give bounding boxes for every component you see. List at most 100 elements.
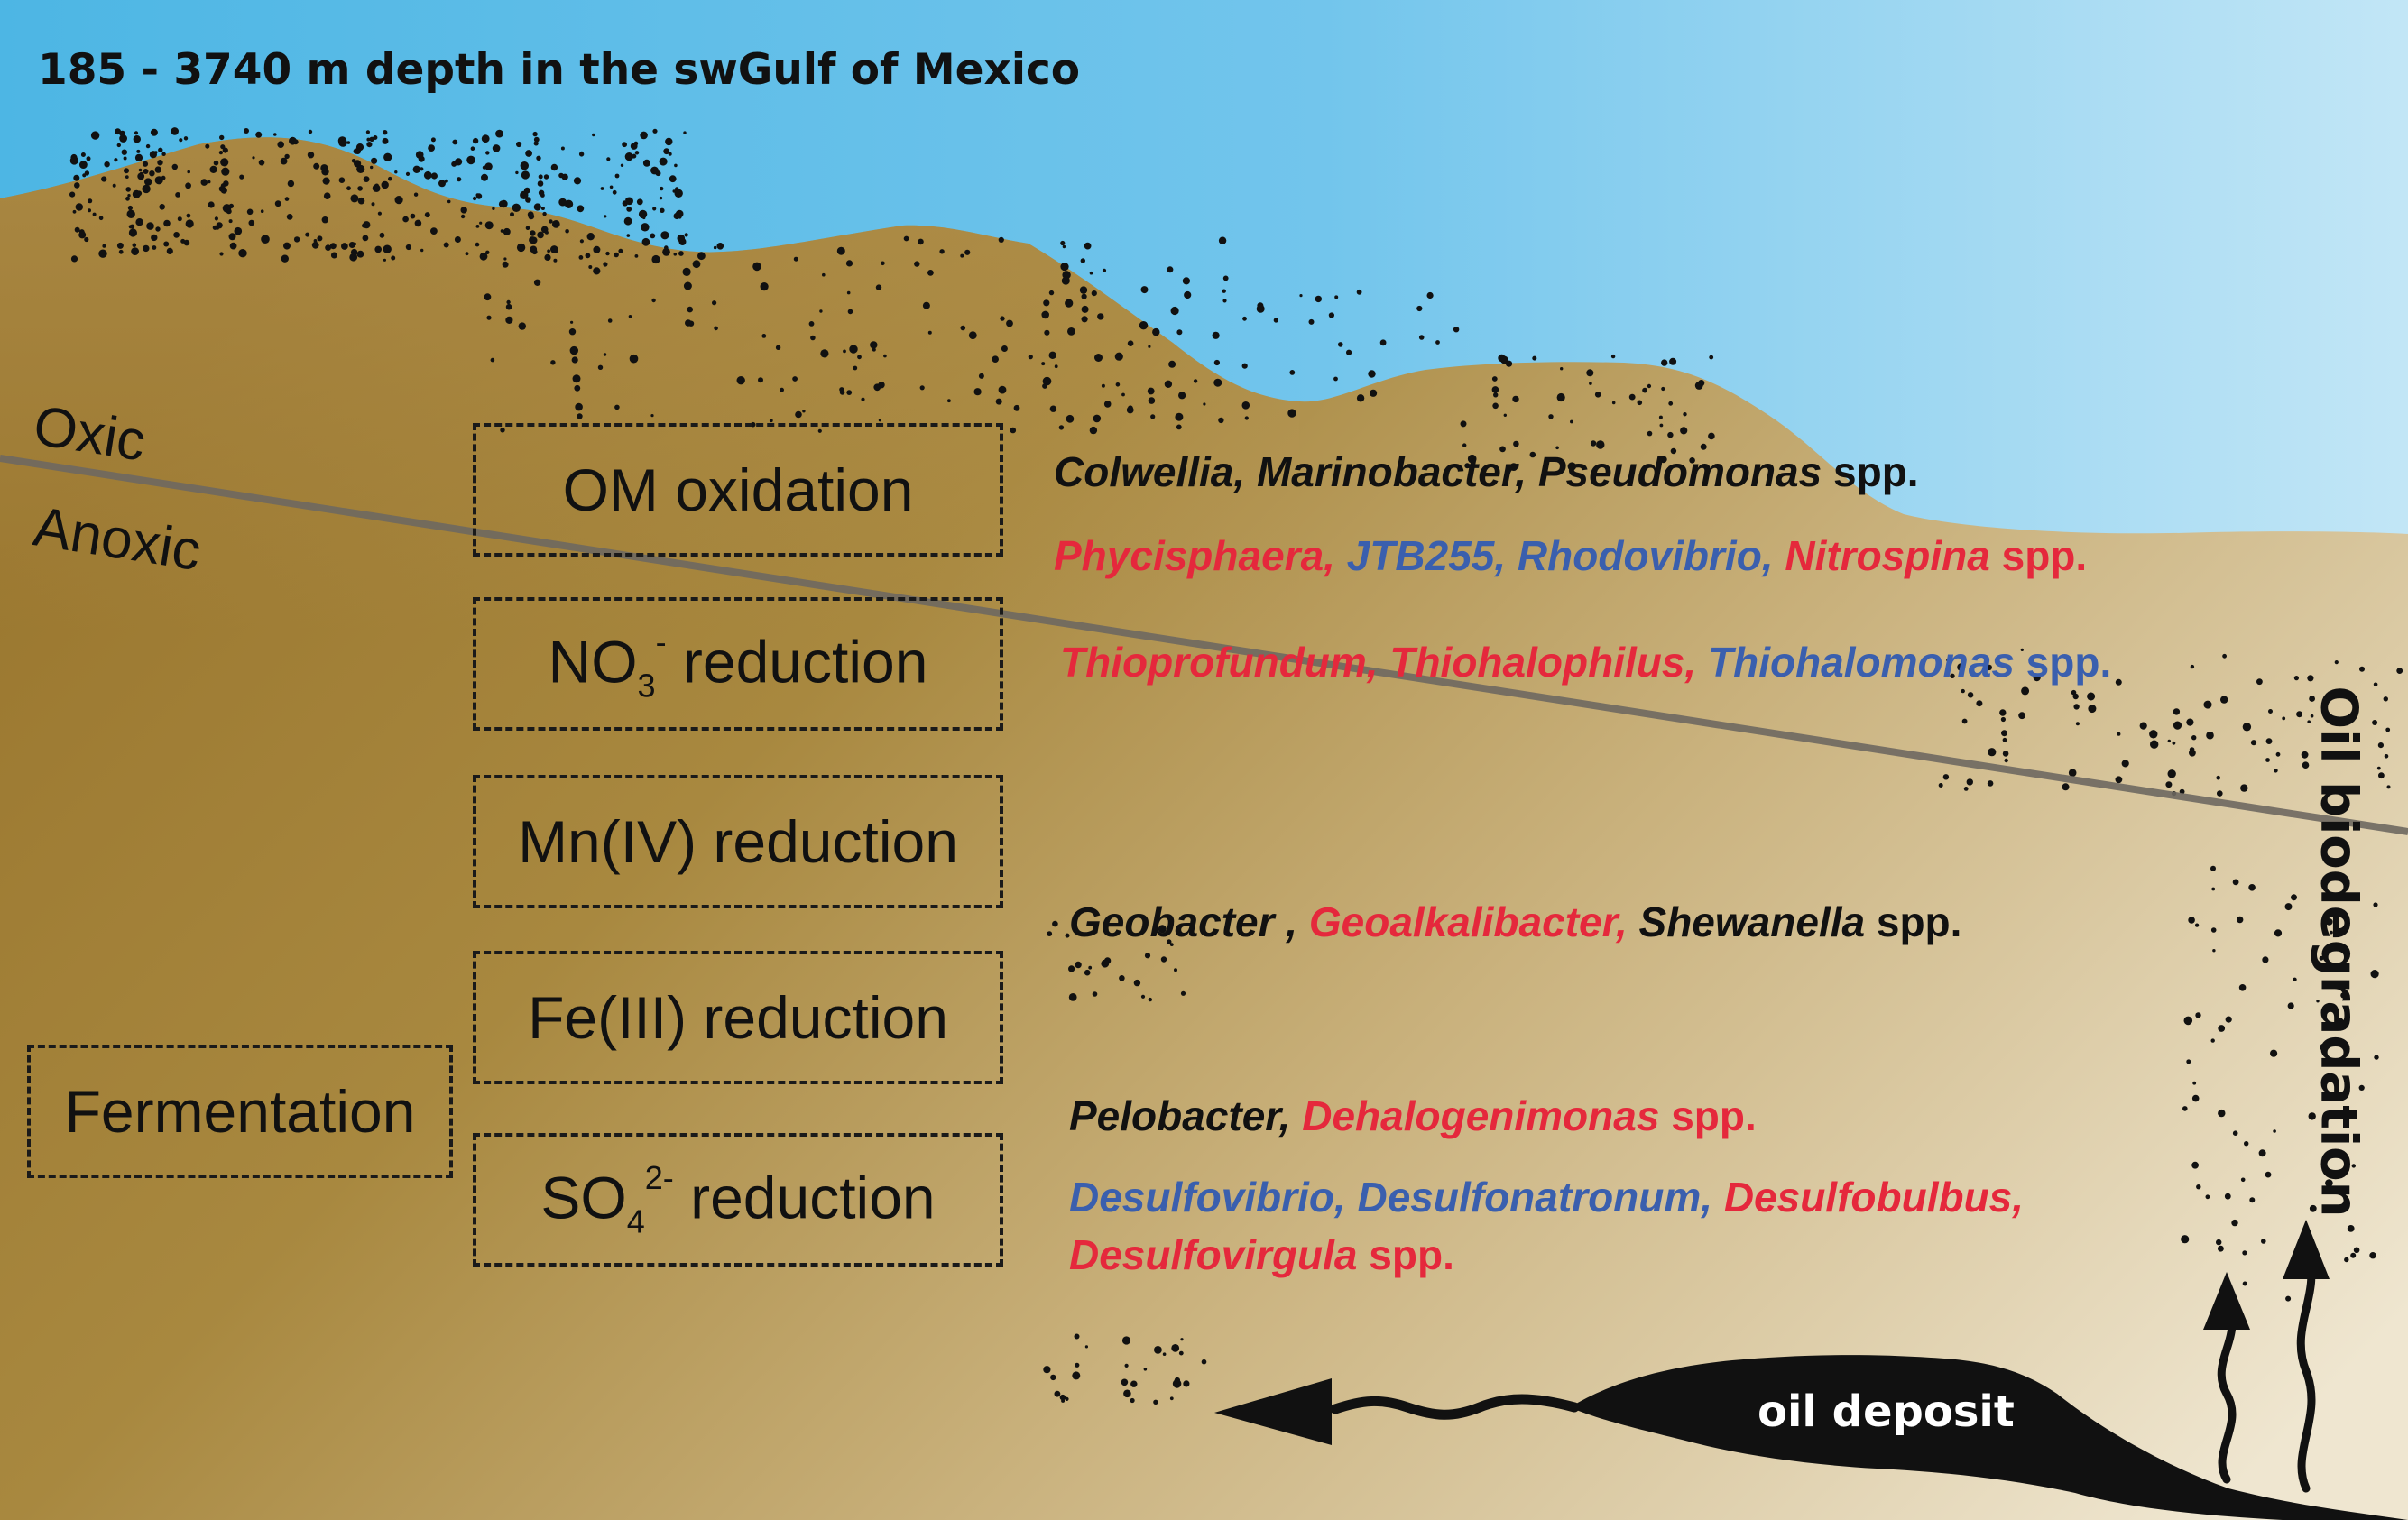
sediment-particle bbox=[822, 272, 826, 277]
sediment-particle bbox=[2268, 709, 2273, 714]
sediment-particle bbox=[2383, 696, 2388, 702]
sediment-particle bbox=[503, 257, 507, 261]
sediment-particle bbox=[350, 248, 358, 256]
sediment-particle bbox=[413, 192, 419, 197]
sediment-particle bbox=[255, 131, 263, 138]
sediment-particle bbox=[1126, 406, 1134, 414]
sediment-particle bbox=[2249, 1197, 2256, 1203]
sediment-particle bbox=[626, 234, 631, 237]
sediment-particle bbox=[503, 227, 511, 235]
sediment-particle bbox=[370, 165, 374, 170]
sediment-particle bbox=[171, 127, 179, 135]
sediment-particle bbox=[1148, 345, 1151, 348]
sediment-particle bbox=[560, 146, 565, 151]
sediment-particle bbox=[414, 219, 422, 227]
sediment-particle bbox=[238, 249, 247, 258]
sediment-particle bbox=[70, 255, 78, 263]
sediment-particle bbox=[674, 163, 678, 168]
sediment-particle bbox=[2205, 1194, 2210, 1200]
sediment-particle bbox=[620, 163, 624, 167]
sediment-particle bbox=[125, 175, 129, 180]
sediment-particle bbox=[672, 189, 676, 193]
sediment-particle bbox=[995, 398, 1002, 405]
sediment-particle bbox=[577, 413, 583, 419]
sediment-particle bbox=[2307, 675, 2314, 682]
sediment-particle bbox=[836, 246, 845, 255]
sediment-particle bbox=[2353, 1247, 2360, 1254]
sediment-particle bbox=[568, 328, 577, 336]
sediment-particle bbox=[2347, 1225, 2355, 1232]
sediment-particle bbox=[475, 225, 480, 228]
sediment-particle bbox=[1637, 400, 1643, 406]
sediment-particle bbox=[475, 242, 480, 247]
sediment-particle bbox=[485, 151, 490, 155]
sediment-particle bbox=[516, 141, 522, 148]
sediment-particle bbox=[438, 180, 446, 188]
sediment-particle bbox=[228, 233, 236, 241]
sediment-particle bbox=[1175, 412, 1184, 421]
sediment-particle bbox=[134, 131, 139, 135]
sediment-particle bbox=[1067, 327, 1075, 336]
sediment-particle bbox=[1499, 446, 1506, 453]
sediment-particle bbox=[220, 144, 226, 150]
sediment-particle bbox=[1043, 299, 1050, 307]
sediment-particle bbox=[287, 180, 295, 188]
organism-name: Desulfobulbus, bbox=[1712, 1174, 2025, 1221]
sediment-particle bbox=[1567, 462, 1577, 471]
sediment-particle bbox=[2217, 790, 2223, 797]
sediment-particle bbox=[2191, 1094, 2200, 1102]
sediment-particle bbox=[485, 250, 490, 254]
sediment-particle bbox=[1123, 1389, 1131, 1398]
sediment-particle bbox=[2291, 894, 2297, 901]
sediment-particle bbox=[538, 189, 545, 196]
sediment-particle bbox=[606, 157, 611, 161]
sediment-particle bbox=[244, 128, 249, 134]
sediment-particle bbox=[1611, 401, 1616, 405]
sediment-particle bbox=[82, 173, 87, 178]
sediment-particle bbox=[142, 184, 151, 194]
sediment-particle bbox=[1079, 286, 1088, 294]
sediment-particle bbox=[1299, 294, 1303, 298]
sediment-particle bbox=[609, 185, 614, 189]
sediment-particle bbox=[2117, 732, 2121, 736]
sediment-particle bbox=[1967, 692, 1974, 698]
sediment-particle bbox=[132, 189, 141, 198]
sediment-particle bbox=[1661, 359, 1668, 366]
sediment-particle bbox=[424, 212, 430, 218]
sediment-particle bbox=[484, 162, 493, 170]
sediment-particle bbox=[1950, 673, 1955, 678]
upward-arrow-head-left-icon bbox=[2203, 1272, 2250, 1330]
sediment-particle bbox=[116, 143, 121, 148]
sediment-particle bbox=[2186, 1059, 2191, 1064]
sediment-particle bbox=[479, 252, 488, 261]
sediment-particle bbox=[228, 203, 234, 208]
iron-reduction-box: Fe(III) reduction bbox=[473, 951, 1003, 1084]
sediment-particle bbox=[132, 243, 137, 248]
sediment-particle bbox=[137, 172, 145, 180]
sediment-particle bbox=[200, 179, 208, 186]
sediment-particle bbox=[629, 354, 639, 364]
sediment-particle bbox=[102, 244, 106, 248]
sediment-particle bbox=[308, 129, 313, 134]
lateral-arrow-head-icon bbox=[1214, 1378, 1332, 1445]
sediment-particle bbox=[1183, 1380, 1190, 1387]
sediment-particle bbox=[2358, 1084, 2365, 1091]
sediment-particle bbox=[1178, 392, 1186, 400]
sediment-particle bbox=[1938, 783, 1943, 788]
sediment-particle bbox=[634, 254, 639, 258]
sediment-particle bbox=[374, 245, 383, 253]
sediment-particle bbox=[284, 153, 290, 160]
sediment-particle bbox=[1048, 351, 1056, 359]
sediment-particle bbox=[2191, 735, 2197, 741]
sediment-particle bbox=[641, 223, 650, 232]
sediment-particle bbox=[2325, 918, 2333, 926]
sediment-particle bbox=[575, 402, 583, 411]
sediment-particle bbox=[607, 318, 613, 323]
sediment-particle bbox=[116, 242, 124, 249]
sediment-particle bbox=[1048, 290, 1055, 296]
sediment-particle bbox=[2004, 758, 2008, 763]
sediment-particle bbox=[641, 237, 650, 246]
sediment-particle bbox=[394, 196, 403, 205]
sediment-particle bbox=[922, 301, 930, 309]
sediment-particle bbox=[1505, 360, 1513, 367]
